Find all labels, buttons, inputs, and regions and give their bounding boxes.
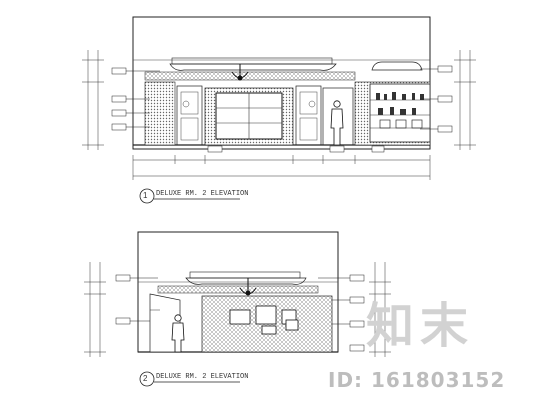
- elevation-1: [82, 16, 476, 204]
- elevation-1-cornice: [144, 57, 423, 81]
- chandelier-icon: [239, 278, 257, 296]
- elevation-1-number-bubble: [139, 188, 155, 204]
- elevation-2-left-tags: [115, 274, 158, 325]
- elevation-1-dimensions: [132, 155, 431, 180]
- elevation-2: [84, 231, 391, 387]
- elevation-2-cornice: [157, 271, 319, 294]
- elevation-1-title: DELUXE RM. 2 ELEVATION: [156, 190, 249, 198]
- elevation-2-number-bubble: [139, 371, 155, 387]
- elevation-2-height-dimensions: [84, 262, 391, 357]
- elevation-1-height-dimensions: [82, 50, 476, 150]
- picture-frames-icon: [229, 305, 299, 335]
- elevation-2-right-tags: [318, 274, 365, 352]
- chandelier-icon: [231, 64, 249, 81]
- elevation-2-title: DELUXE RM. 2 ELEVATION: [156, 373, 249, 381]
- elevation-1-left-tags: [111, 67, 160, 131]
- human-figure-icon: [171, 314, 185, 353]
- elevation-2-number: 2: [143, 374, 148, 383]
- elevation-1-left-panel: [144, 81, 176, 146]
- elevation-1-right-tags: [207, 65, 453, 153]
- human-figure-icon: [330, 100, 344, 146]
- elevation-1-number: 1: [143, 191, 148, 200]
- elevation-1-left-door: [176, 85, 203, 146]
- shelf-items-icon: [376, 92, 424, 129]
- elevation-1-right-door: [295, 85, 322, 146]
